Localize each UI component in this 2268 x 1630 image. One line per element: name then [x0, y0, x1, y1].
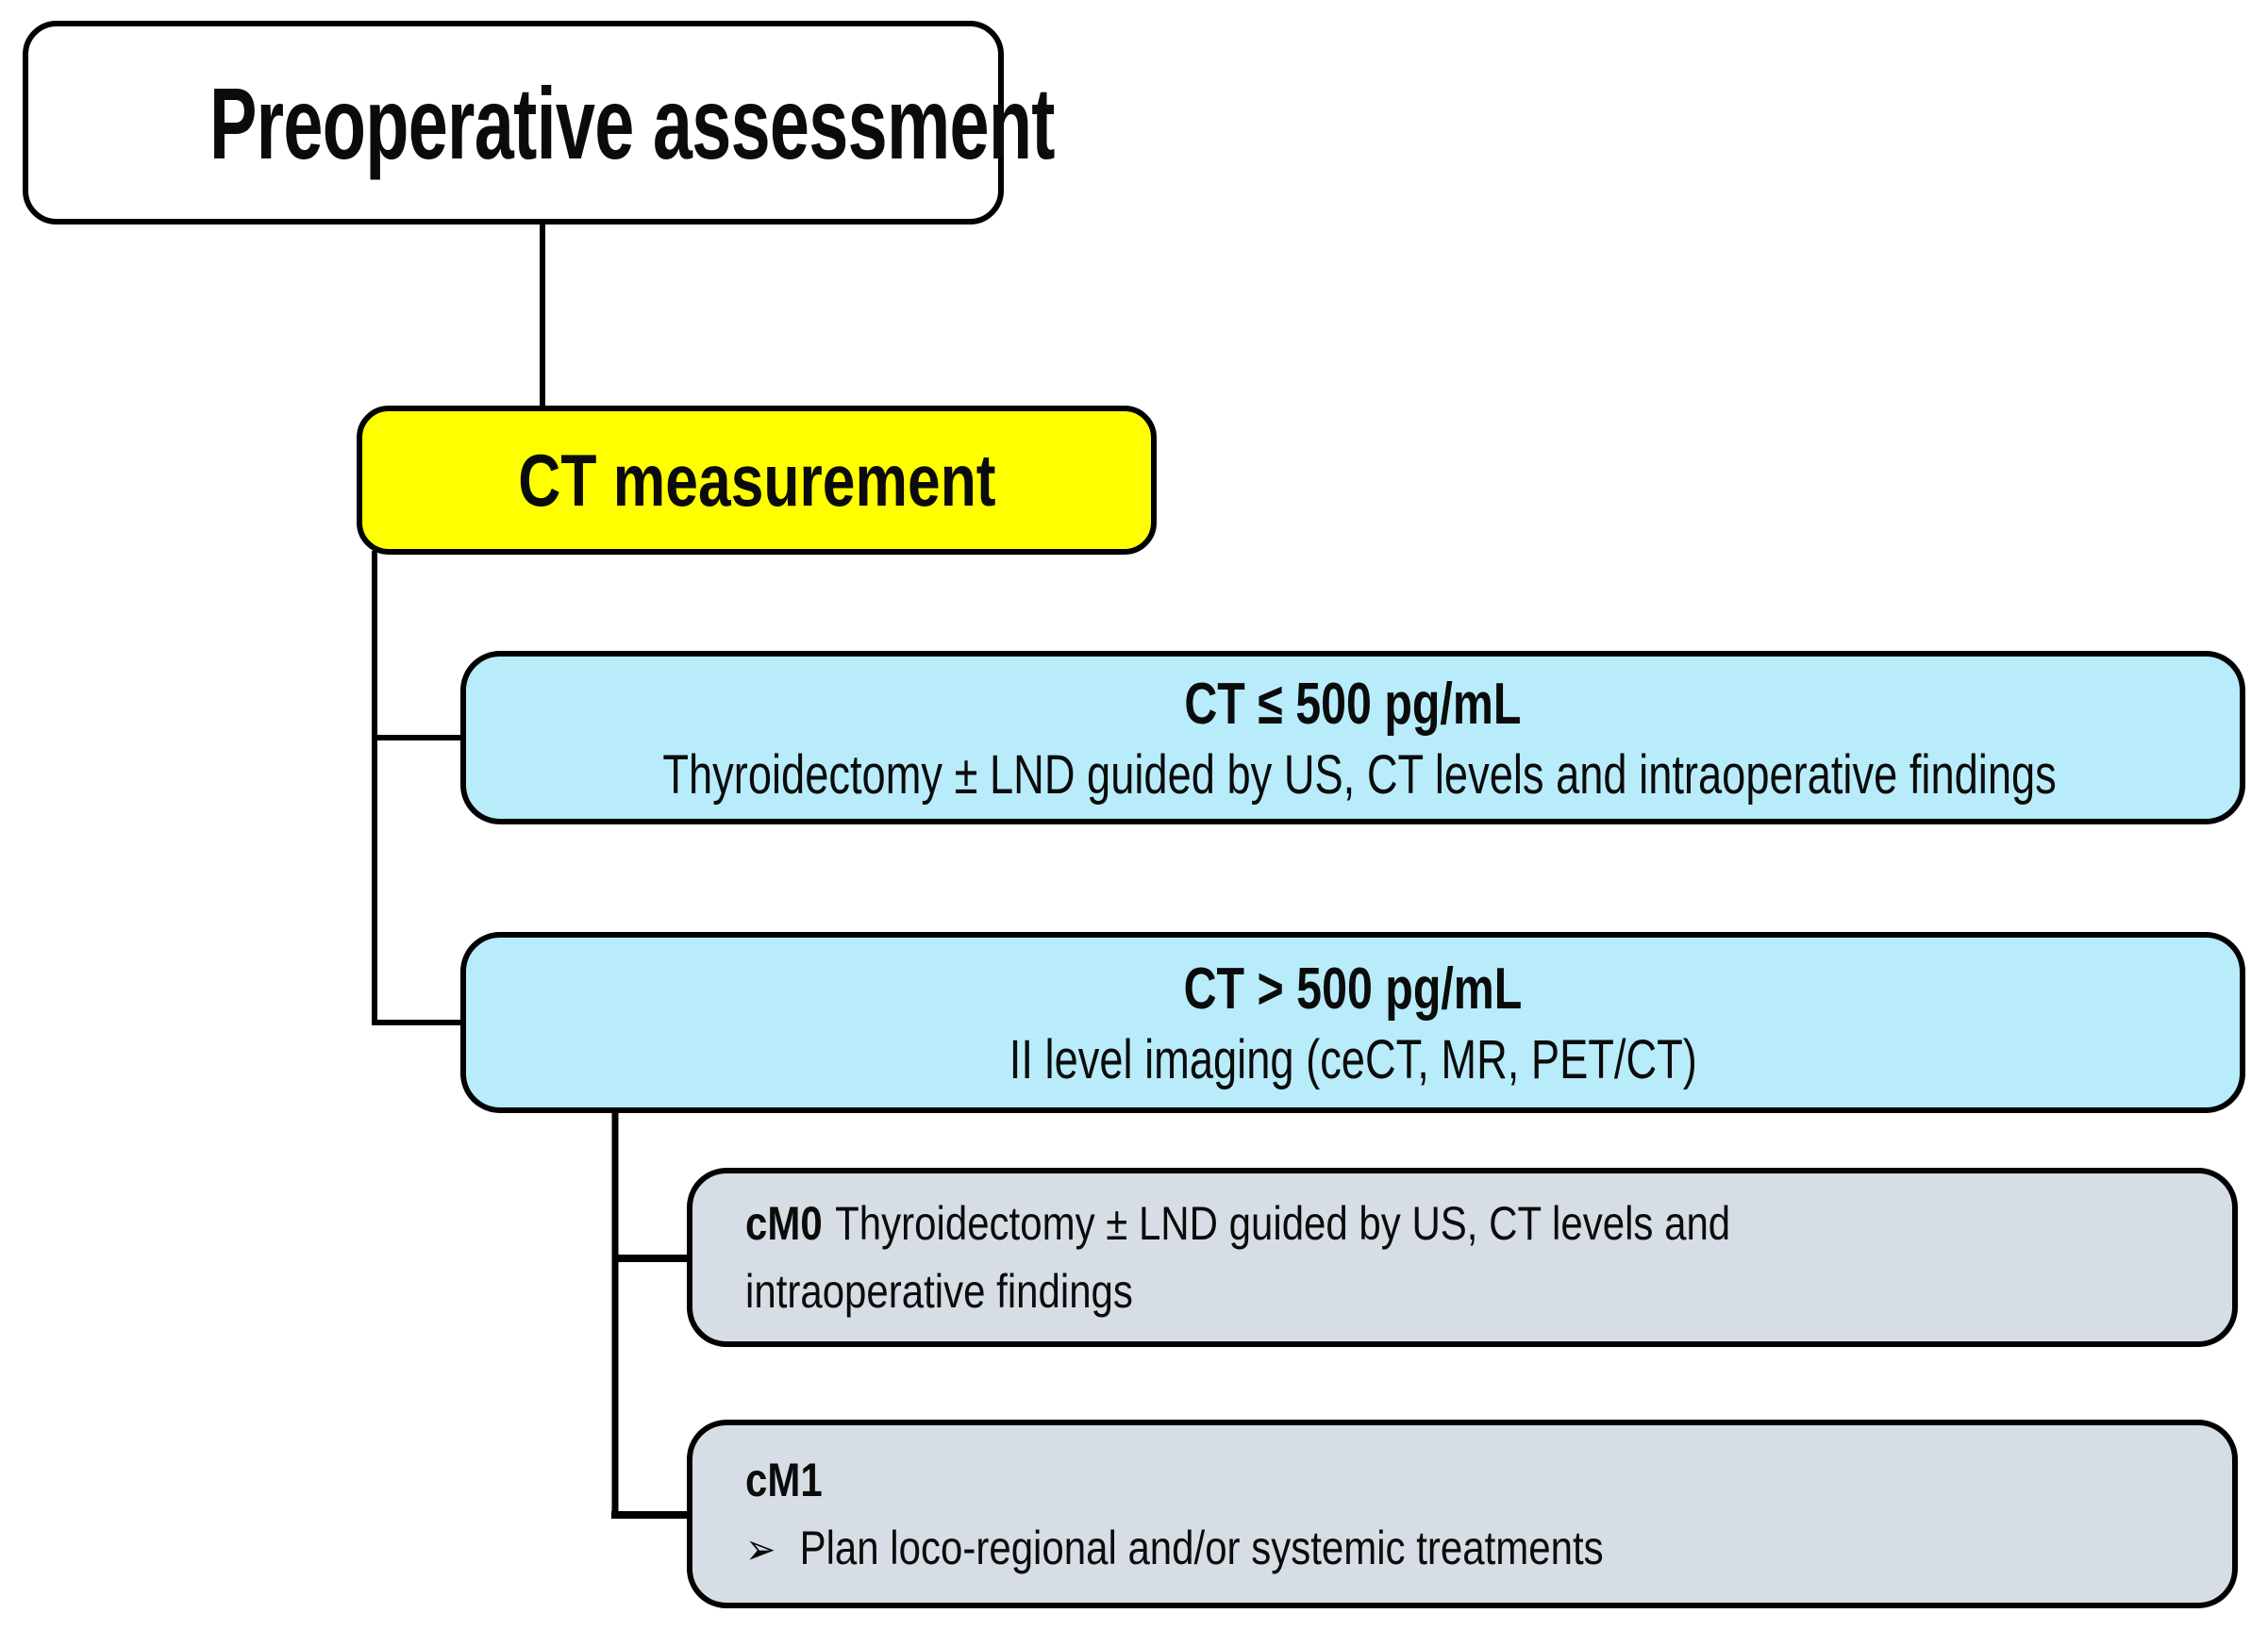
ct-gt-500-title: CT > 500 pg/mL [1183, 956, 1523, 1022]
arrow-bullet-icon: ➢ [745, 1523, 776, 1573]
cm1-label-line: cM1 [745, 1446, 837, 1514]
cm0-text-2: intraoperative findings [745, 1265, 1133, 1318]
ct-le-500-title: CT ≤ 500 pg/mL [1184, 672, 1522, 737]
cm0-text-1: Thyroidectomy ± LND guided by US, CT lev… [835, 1197, 1731, 1250]
node-cm1: cM1 ➢ Plan loco-regional and/or systemic … [687, 1420, 2238, 1608]
node-preoperative-assessment: Preoperative assessment [23, 21, 1056, 225]
node-ct-gt-500: CT > 500 pg/mL II level imaging (ceCT, M… [460, 932, 2245, 1113]
node-ct-measurement: CT measurement [357, 406, 1157, 555]
cm0-label: cM0 [745, 1197, 823, 1250]
cm1-text: Plan loco-regional and/or systemic treat… [799, 1521, 1604, 1574]
cm1-bullet-line: ➢ Plan loco-regional and/or systemic trea… [745, 1514, 1767, 1583]
ct-le-500-body: Thyroidectomy ± LND guided by US, CT lev… [662, 744, 2057, 806]
cm0-line2: intraoperative findings [745, 1257, 1207, 1325]
node-ct-le-500: CT ≤ 500 pg/mL Thyroidectomy ± LND guide… [460, 651, 2245, 824]
cm1-label: cM1 [745, 1453, 823, 1506]
preoperative-assessment-label: Preoperative assessment [208, 65, 1056, 180]
ct-measurement-label: CT measurement [517, 438, 996, 522]
ct-gt-500-body: II level imaging (ceCT, MR, PET/CT) [1009, 1029, 1697, 1090]
